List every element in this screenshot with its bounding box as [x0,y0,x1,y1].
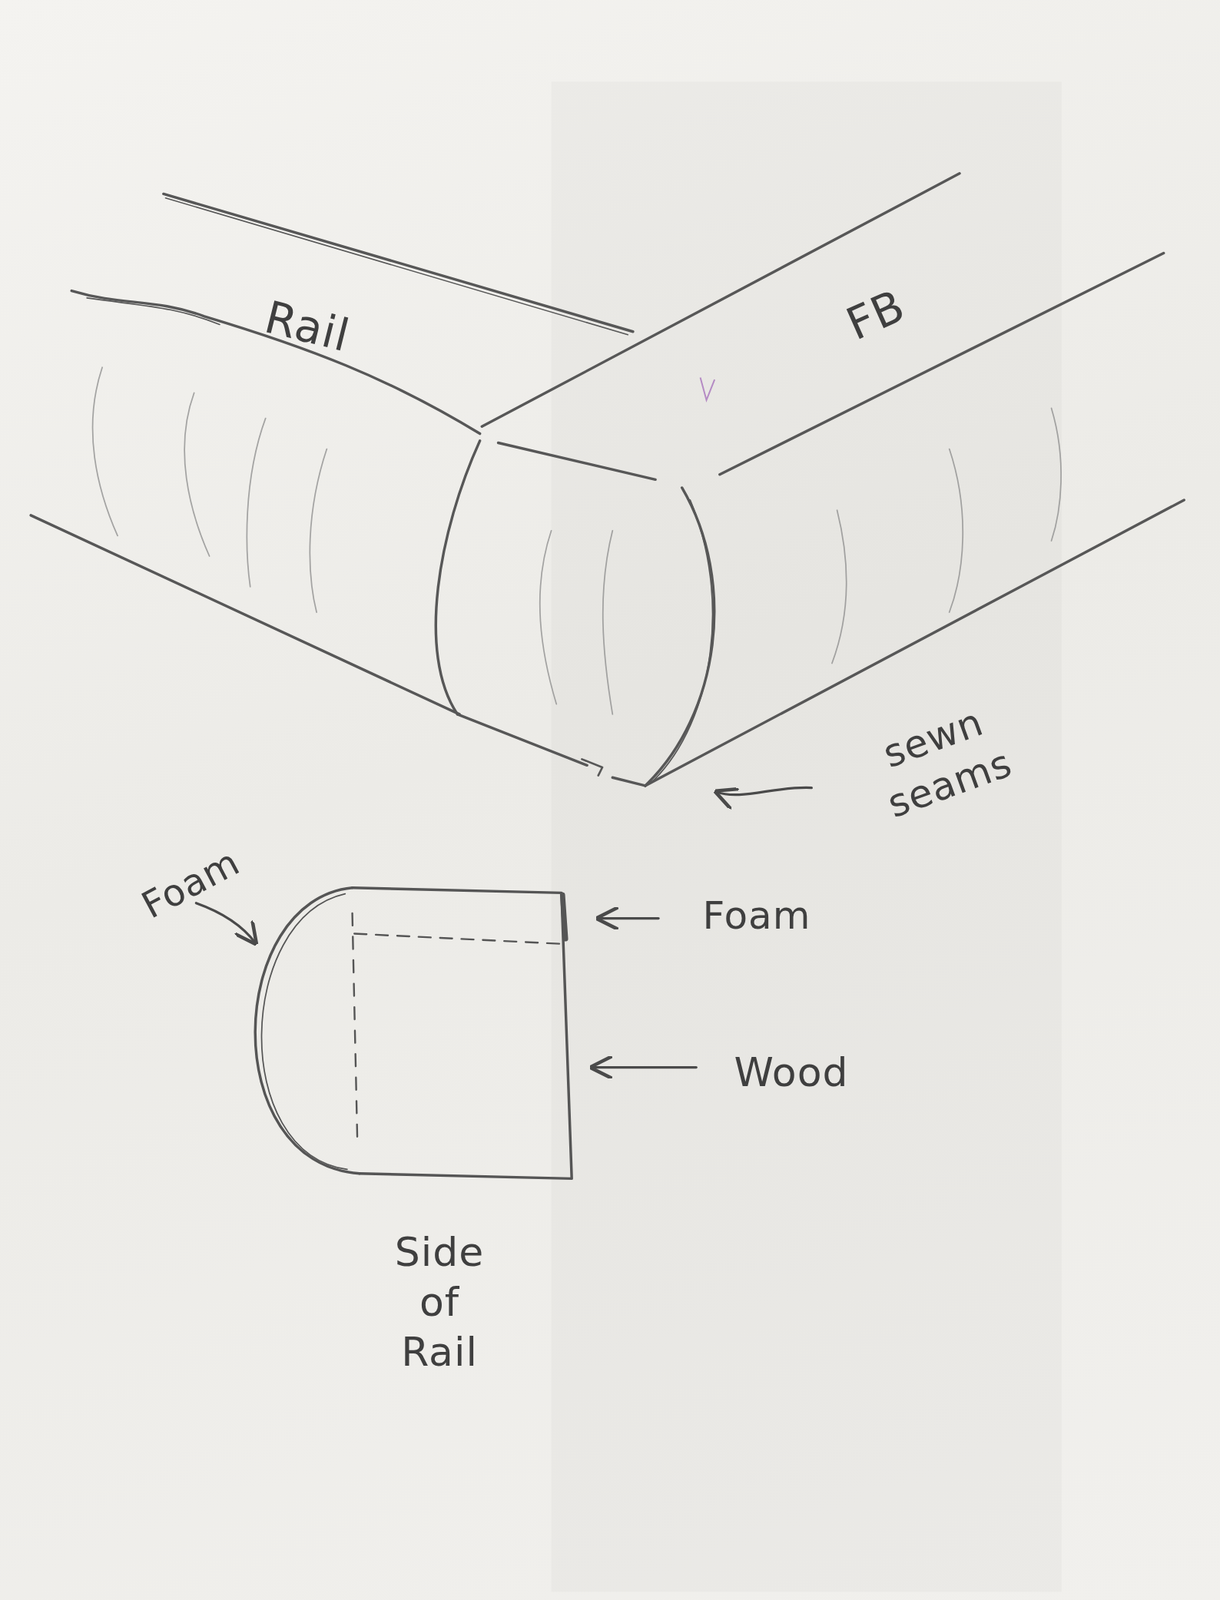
material-label: Foam [91,815,290,951]
shading [540,530,557,705]
corner-bottom-2 [612,777,646,786]
seam-left [435,440,480,715]
note-label: sewn seams [850,688,1032,833]
shading [309,449,327,614]
seam-right [645,487,715,786]
rail-upper-edge-sketch [86,298,220,325]
leader-arrow [592,1066,697,1069]
shading [949,449,964,614]
leader-arrow [598,917,659,920]
shading [92,367,118,536]
rail-top-edge-sketch [165,198,628,335]
section-dashed-line [354,934,562,945]
seam-tab [581,759,603,776]
shading [184,392,209,557]
material-label: Wood [691,1047,892,1098]
rail-top-edge [163,193,634,332]
section-outline [352,888,573,1180]
pink-mark [700,377,716,401]
section-foam-round [255,888,360,1174]
section-foam-round-sketch [261,894,347,1171]
section-dashed-line [352,913,359,1144]
shading [603,530,614,715]
caption-label: Side of Rail [376,1227,504,1378]
seam-right-sketch [653,500,713,781]
fb-front-edge [498,443,657,481]
shading [246,418,266,587]
leader-arrow [716,787,813,795]
part-label: Rail [188,271,427,382]
part-label: FB [759,242,993,388]
shading [832,510,847,664]
rail-bottom-edge [30,515,460,715]
leader-arrow [195,903,256,944]
paper-shadow [551,81,1062,1592]
fb-inner-edge [719,252,1164,475]
material-label: Foam [656,891,857,941]
section-foam-thin [562,895,566,939]
shading [1051,407,1062,541]
corner-bottom [457,714,587,766]
